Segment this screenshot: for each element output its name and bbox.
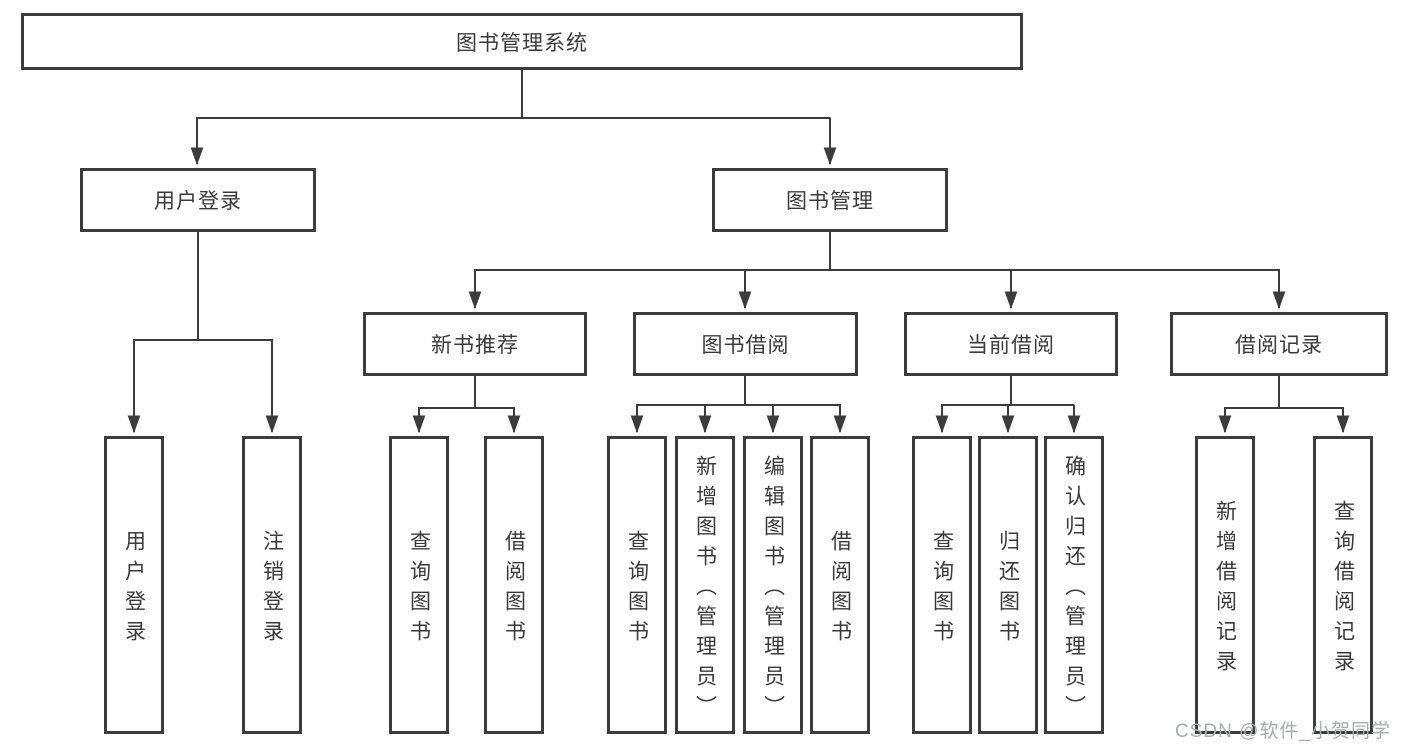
leaf-logout: 注销登录 [242, 436, 302, 734]
leaf-query-borrow-record: 查询借阅记录 [1313, 436, 1373, 734]
node-current-borrowing: 当前借阅 [904, 312, 1118, 376]
node-library-management-system: 图书管理系统 [21, 13, 1023, 70]
leaf-label: 归还图书 [996, 529, 1020, 650]
leaf-user-login: 用户登录 [104, 436, 164, 734]
leaf-query-books-recommend: 查询图书 [389, 436, 449, 734]
leaf-query-books-borrowing: 查询图书 [607, 436, 667, 734]
node-label: 新书推荐 [431, 334, 519, 357]
leaf-label: 编辑图书（管理员） [761, 454, 785, 725]
leaf-label: 查询图书 [930, 529, 954, 650]
node-label: 图书管理系统 [456, 31, 588, 55]
leaf-label: 查询图书 [407, 529, 431, 650]
leaf-label: 查询图书 [625, 529, 649, 650]
leaf-label: 确认归还（管理员） [1062, 454, 1086, 725]
node-new-book-recommendation: 新书推荐 [363, 312, 587, 376]
leaf-label: 借阅图书 [828, 529, 852, 650]
node-label: 图书管理 [786, 190, 874, 213]
leaf-label: 查询借阅记录 [1331, 499, 1355, 680]
leaf-label: 用户登录 [122, 529, 146, 650]
node-user-login: 用户登录 [80, 168, 316, 232]
leaf-borrow-books-borrowing: 借阅图书 [810, 436, 870, 734]
leaf-query-books-current: 查询图书 [912, 436, 972, 734]
node-label: 图书借阅 [701, 334, 790, 357]
node-book-management: 图书管理 [712, 168, 948, 232]
node-label: 当前借阅 [967, 334, 1055, 357]
node-label: 用户登录 [154, 190, 242, 213]
leaf-edit-books-admin: 编辑图书（管理员） [743, 436, 803, 734]
node-borrowing-records: 借阅记录 [1170, 312, 1388, 376]
leaf-label: 借阅图书 [502, 529, 526, 650]
leaf-confirm-return-admin: 确认归还（管理员） [1044, 436, 1104, 734]
leaf-label: 注销登录 [260, 529, 284, 650]
leaf-add-books-admin: 新增图书（管理员） [675, 436, 735, 734]
leaf-borrow-books-recommend: 借阅图书 [484, 436, 544, 734]
node-label: 借阅记录 [1235, 334, 1323, 357]
leaf-label: 新增借阅记录 [1213, 499, 1237, 680]
node-book-borrowing: 图书借阅 [633, 312, 858, 376]
leaf-add-borrow-record: 新增借阅记录 [1195, 436, 1255, 734]
watermark-csdn: CSDN @软件_小贺同学 [1175, 721, 1391, 742]
leaf-label: 新增图书（管理员） [693, 454, 717, 725]
leaf-return-books: 归还图书 [978, 436, 1038, 734]
